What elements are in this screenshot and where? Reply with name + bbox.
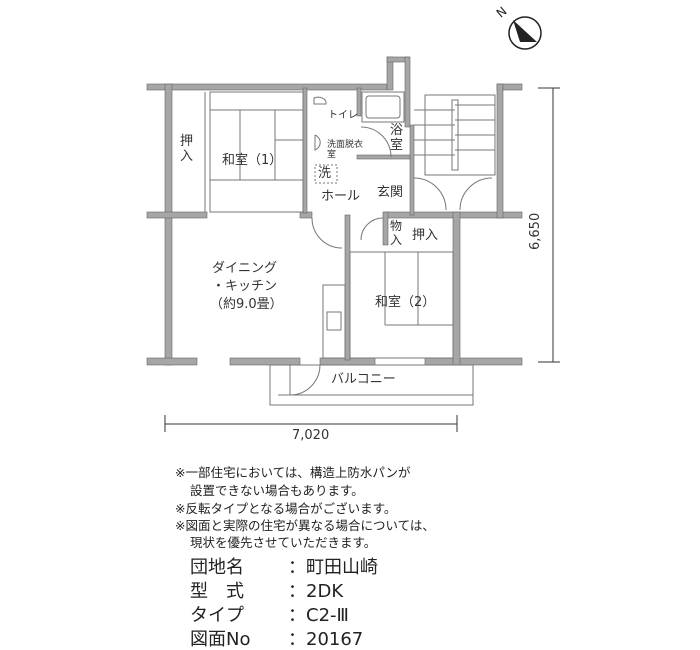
dimension-width: 7,020: [292, 428, 330, 443]
info-sep: ：: [288, 557, 306, 578]
dimension-depth: 6,650: [528, 212, 543, 250]
info-row-variant: タイプ ：C2-Ⅲ: [190, 601, 349, 627]
info-sep: ：: [288, 629, 306, 650]
room-label-washer: 洗: [318, 166, 332, 181]
info-label: タイプ: [190, 605, 244, 626]
room-label-toilet: トイレ: [328, 110, 358, 121]
info-row-danchi: 団地名 ：町田山崎: [190, 553, 378, 579]
room-label-oshiire1: 押入: [180, 134, 194, 164]
compass-label: N: [494, 4, 510, 20]
note-line: ※図面と実際の住宅が異なる場合については、: [175, 518, 435, 533]
room-label-dk-2: ・キッチン: [212, 279, 278, 294]
room-label-hall: ホール: [321, 189, 361, 204]
room-label-dk-3: （約9.0畳）: [210, 297, 283, 312]
info-row-drawing-no: 図面No ：20167: [190, 625, 363, 650]
note-line: ※一部住宅においては、構造上防水パンが: [175, 465, 411, 480]
dimension-lines: [164, 87, 560, 432]
room-label-dk-1: ダイニング: [212, 261, 278, 276]
room-label-washroom: 洗面脱衣室: [327, 140, 364, 161]
info-sep: ：: [288, 581, 306, 602]
info-value: 20167: [306, 629, 364, 650]
note-line: 現状を優先させていただきます。: [190, 535, 377, 550]
note-line: 設置できない場合もあります。: [190, 483, 364, 498]
room-label-washitsu1: 和室（1）: [222, 153, 283, 168]
fixtures: [204, 91, 496, 406]
info-value: 町田山崎: [306, 557, 378, 578]
room-label-oshiire2: 押入: [412, 228, 439, 243]
note-line: ※反転タイプとなる場合がございます。: [175, 501, 397, 516]
walls: [146, 56, 523, 366]
info-value: 2DK: [306, 581, 344, 602]
room-label-balcony: バルコニー: [331, 372, 396, 387]
room-label-storage: 物入: [390, 219, 403, 247]
room-label-entrance: 玄関: [377, 185, 404, 200]
compass-icon: N: [494, 4, 542, 50]
info-value: C2-Ⅲ: [306, 605, 349, 626]
info-sep: ：: [288, 605, 306, 626]
room-label-bath: 浴室: [390, 123, 404, 153]
info-row-type: 型 式 ：2DK: [190, 577, 343, 603]
info-label: 型 式: [190, 581, 244, 602]
info-label: 団地名: [190, 557, 244, 578]
room-label-washitsu2: 和室（2）: [375, 295, 436, 310]
info-label: 図面No: [190, 629, 251, 650]
